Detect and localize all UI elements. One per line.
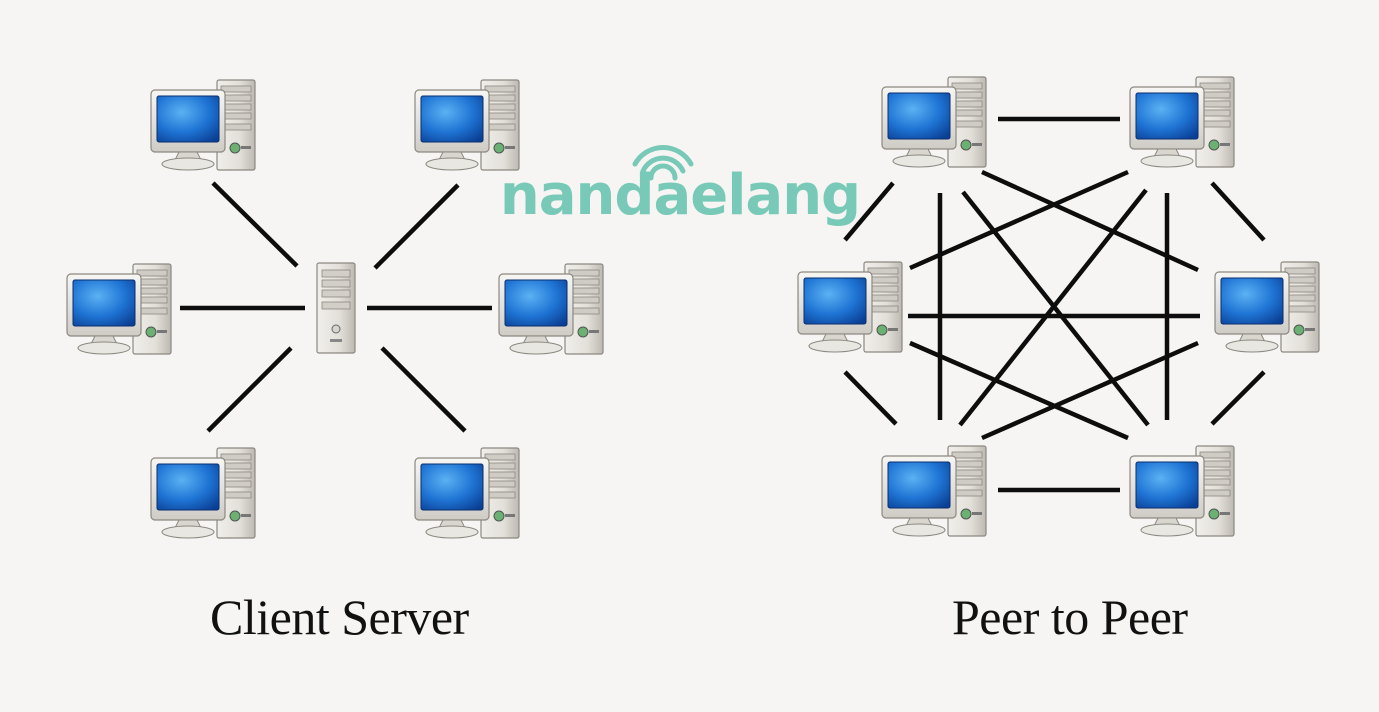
client-3-computer-icon (66, 263, 172, 355)
peer-2-computer-icon (1129, 76, 1235, 168)
peer-3-computer-icon (797, 261, 903, 353)
peer-to-peer-links (843, 116, 1266, 493)
link-server-client-1 (211, 181, 299, 268)
client-2-computer-icon (414, 79, 520, 171)
link-peer-2-peer-5 (958, 188, 1148, 427)
client-5-computer-icon (150, 447, 256, 539)
client-1-computer-icon (150, 79, 256, 171)
client-4-computer-icon (498, 263, 604, 355)
watermark-text: nandaelang (500, 163, 860, 228)
client-server-caption: Client Server (210, 589, 469, 645)
wifi-signal-icon (632, 145, 694, 181)
peer-4-computer-icon (1214, 261, 1320, 353)
watermark-logo: nandaelang (500, 145, 861, 228)
peer-6-computer-icon (1129, 445, 1235, 537)
link-server-client-6 (380, 346, 467, 433)
link-peer-1-peer-4 (981, 169, 1199, 273)
link-peer-2-peer-3 (909, 169, 1129, 271)
link-peer-1-peer-6 (961, 190, 1150, 427)
link-peer-4-peer-6 (1210, 370, 1266, 426)
client-server-nodes (66, 79, 604, 539)
peer-to-peer-nodes (797, 76, 1320, 537)
link-peer-3-peer-6 (909, 340, 1129, 441)
server-tower-icon (316, 262, 356, 354)
peer-1-computer-icon (881, 76, 987, 168)
link-server-client-5 (206, 346, 293, 433)
link-peer-4-peer-5 (981, 340, 1199, 441)
link-peer-3-peer-5 (843, 370, 898, 426)
client-server-links (180, 181, 492, 433)
peer-5-computer-icon (881, 445, 987, 537)
link-peer-2-peer-4 (1210, 181, 1266, 242)
client-6-computer-icon (414, 447, 520, 539)
peer-to-peer-caption: Peer to Peer (952, 589, 1188, 645)
link-peer-1-peer-3 (843, 181, 895, 242)
link-server-client-2 (373, 183, 460, 270)
